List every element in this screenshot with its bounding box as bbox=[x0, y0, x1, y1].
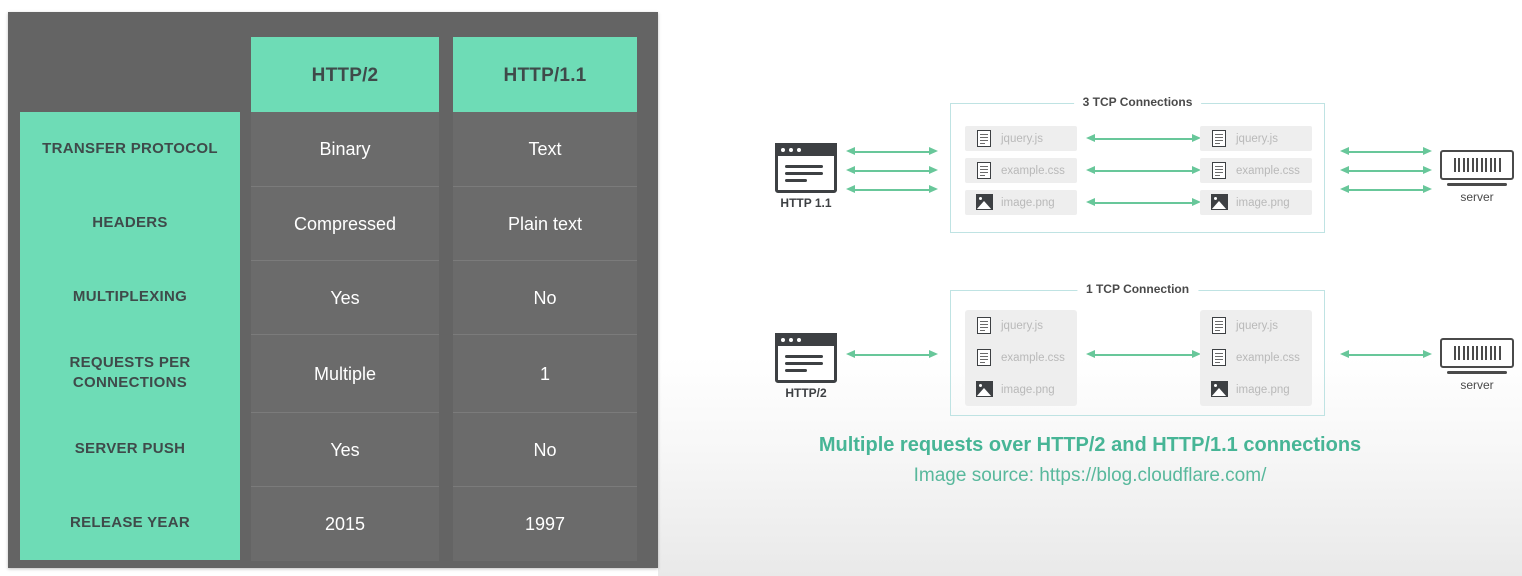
server-label: server bbox=[1460, 190, 1494, 204]
cell-http11-server-push: No bbox=[453, 412, 637, 487]
cell-http2-headers: Compressed bbox=[251, 186, 439, 261]
file-row-example-css: example.css bbox=[1200, 158, 1312, 183]
file-row-jquery: jquery.js bbox=[1200, 126, 1312, 151]
image-icon bbox=[1211, 194, 1228, 210]
column-header-http11: HTTP/1.1 bbox=[453, 37, 637, 114]
arrow-mid-3 bbox=[1086, 198, 1201, 207]
file-row-image-png: image.png bbox=[965, 190, 1077, 215]
document-icon bbox=[977, 317, 991, 334]
row-label-multiplexing: MULTIPLEXING bbox=[72, 287, 188, 305]
image-icon bbox=[976, 381, 993, 397]
cell-http11-multiplexing: No bbox=[453, 260, 637, 335]
cell-http2-server-push: Yes bbox=[251, 412, 439, 487]
file-name: image.png bbox=[1001, 196, 1055, 209]
cell-http2-requests-per-connections: Multiple bbox=[251, 334, 439, 413]
file-name: example.css bbox=[1001, 351, 1065, 364]
file-name: example.css bbox=[1236, 351, 1300, 364]
file-name: jquery.js bbox=[1236, 319, 1278, 332]
file-row-image-png: image.png bbox=[965, 377, 1077, 402]
file-name: example.css bbox=[1001, 164, 1065, 177]
cell-http11-release-year: 1997 bbox=[453, 486, 637, 561]
connection-box-3-tcp: 3 TCP Connections bbox=[950, 95, 1325, 233]
server-stand bbox=[1447, 183, 1507, 186]
row-label-server-push: SERVER PUSH bbox=[74, 439, 186, 457]
server-icon-http2: server bbox=[1440, 338, 1514, 392]
arrow-client-to-box-3 bbox=[846, 185, 938, 194]
document-icon bbox=[1212, 130, 1226, 147]
server-body bbox=[1440, 338, 1514, 368]
file-row-jquery: jquery.js bbox=[965, 313, 1077, 338]
row-label-headers: HEADERS bbox=[92, 213, 168, 231]
cell-http11-transfer-protocol: Text bbox=[453, 112, 637, 186]
arrow-box-to-server-2 bbox=[1340, 166, 1432, 175]
arrow-client-to-box-1 bbox=[846, 147, 938, 156]
file-row-example-css: example.css bbox=[1200, 345, 1312, 370]
caption-title: Multiple requests over HTTP/2 and HTTP/1… bbox=[818, 434, 1362, 456]
document-icon bbox=[977, 162, 991, 179]
data-column-http2: Binary Compressed Yes Multiple Yes 2015 bbox=[251, 112, 439, 561]
connection-box-1-tcp: 1 TCP Connection bbox=[950, 282, 1325, 416]
arrow-box-to-server-1 bbox=[1340, 147, 1432, 156]
file-name: jquery.js bbox=[1001, 319, 1043, 332]
row-label-release-year: RELEASE YEAR bbox=[69, 513, 191, 531]
cell-http2-transfer-protocol: Binary bbox=[251, 112, 439, 186]
file-name: image.png bbox=[1236, 196, 1290, 209]
arrow-mid-http2 bbox=[1086, 350, 1201, 359]
browser-titlebar bbox=[775, 333, 837, 346]
arrow-mid-2 bbox=[1086, 166, 1201, 175]
file-row-example-css: example.css bbox=[965, 158, 1077, 183]
arrow-client-to-box-http2 bbox=[846, 350, 938, 359]
client-label-http11: HTTP 1.1 bbox=[780, 196, 832, 210]
file-row-jquery: jquery.js bbox=[1200, 313, 1312, 338]
server-stand bbox=[1447, 371, 1507, 374]
data-column-http11: Text Plain text No 1 No 1997 bbox=[453, 112, 637, 561]
file-name: jquery.js bbox=[1001, 132, 1043, 145]
file-row-image-png: image.png bbox=[1200, 377, 1312, 402]
file-row-jquery: jquery.js bbox=[965, 126, 1077, 151]
browser-icon-http11 bbox=[775, 143, 837, 193]
document-icon bbox=[1212, 162, 1226, 179]
client-label-http2: HTTP/2 bbox=[785, 386, 827, 400]
cell-http2-release-year: 2015 bbox=[251, 486, 439, 561]
file-name: image.png bbox=[1001, 383, 1055, 396]
file-row-example-css: example.css bbox=[965, 345, 1077, 370]
column-header-http2: HTTP/2 bbox=[251, 37, 439, 114]
file-group-right-http2: jquery.js example.css image.png bbox=[1200, 310, 1312, 406]
row-label-column: TRANSFER PROTOCOL HEADERS MULTIPLEXING R… bbox=[20, 112, 240, 560]
document-icon bbox=[977, 349, 991, 366]
file-name: jquery.js bbox=[1236, 132, 1278, 145]
arrow-box-to-server-3 bbox=[1340, 185, 1432, 194]
cell-http2-multiplexing: Yes bbox=[251, 260, 439, 335]
file-group-left-http2: jquery.js example.css image.png bbox=[965, 310, 1077, 406]
server-body bbox=[1440, 150, 1514, 180]
cell-http11-requests-per-connections: 1 bbox=[453, 334, 637, 413]
document-icon bbox=[1212, 317, 1226, 334]
file-row-image-png: image.png bbox=[1200, 190, 1312, 215]
connection-box-label-1-tcp: 1 TCP Connection bbox=[1076, 282, 1199, 296]
comparison-table: HTTP/2 HTTP/1.1 TRANSFER PROTOCOL HEADER… bbox=[8, 12, 658, 568]
connection-box-label-3-tcp: 3 TCP Connections bbox=[1073, 95, 1202, 109]
caption-source: Image source: https://blog.cloudflare.co… bbox=[913, 465, 1267, 486]
server-icon-http11: server bbox=[1440, 150, 1514, 204]
arrow-client-to-box-2 bbox=[846, 166, 938, 175]
comparison-table-panel: HTTP/2 HTTP/1.1 TRANSFER PROTOCOL HEADER… bbox=[8, 12, 658, 568]
browser-titlebar bbox=[775, 143, 837, 156]
document-icon bbox=[977, 130, 991, 147]
file-name: image.png bbox=[1236, 383, 1290, 396]
arrow-box-to-server-http2 bbox=[1340, 350, 1432, 359]
row-label-requests-per-connections: REQUESTS PER CONNECTIONS bbox=[69, 353, 191, 391]
document-icon bbox=[1212, 349, 1226, 366]
server-label: server bbox=[1460, 378, 1494, 392]
image-icon bbox=[1211, 381, 1228, 397]
cell-http11-headers: Plain text bbox=[453, 186, 637, 261]
image-icon bbox=[976, 194, 993, 210]
arrow-mid-1 bbox=[1086, 134, 1201, 143]
row-label-transfer-protocol: TRANSFER PROTOCOL bbox=[42, 139, 218, 157]
file-name: example.css bbox=[1236, 164, 1300, 177]
browser-icon-http2 bbox=[775, 333, 837, 383]
